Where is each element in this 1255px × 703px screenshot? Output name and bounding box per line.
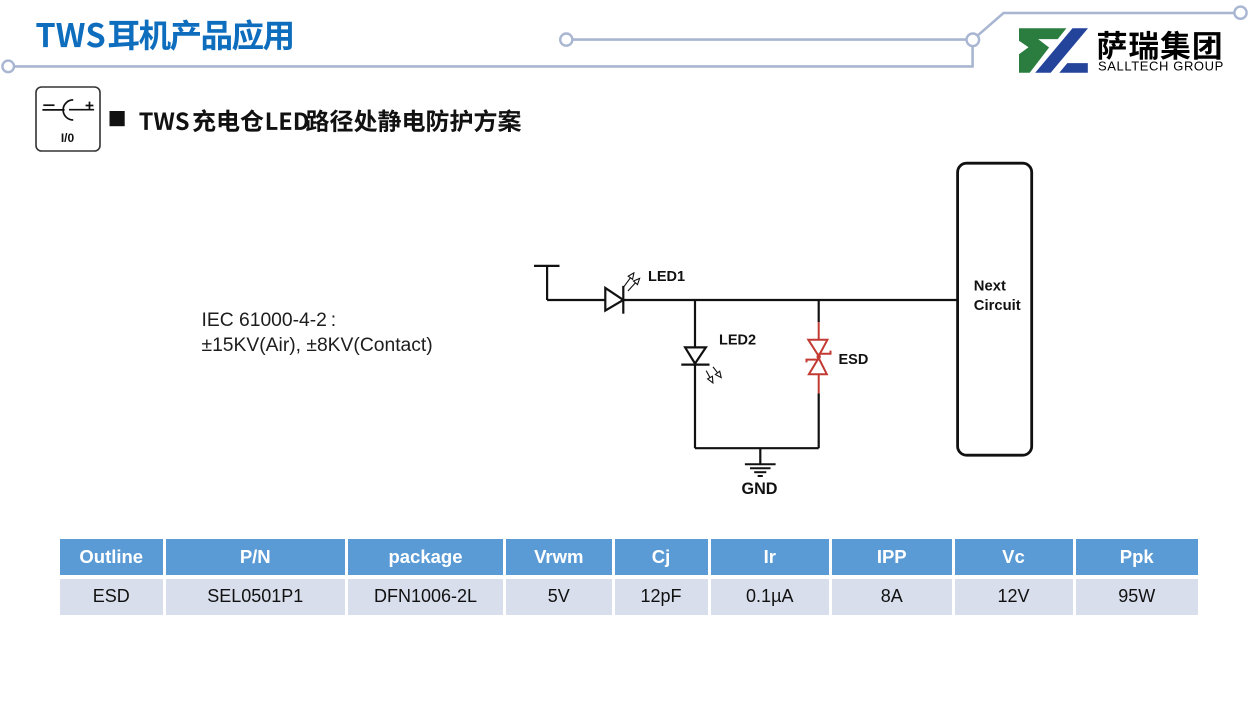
svg-text:ESD: ESD [839,352,869,368]
svg-text:Circuit: Circuit [974,298,1021,314]
svg-text:Next: Next [974,279,1006,295]
svg-text:SALLTECH GROUP: SALLTECH GROUP [1098,58,1224,73]
svg-text:LED2: LED2 [719,333,756,349]
svg-text:GND: GND [742,480,778,498]
svg-text:LED1: LED1 [648,269,685,285]
svg-text:I/0: I/0 [61,131,75,145]
